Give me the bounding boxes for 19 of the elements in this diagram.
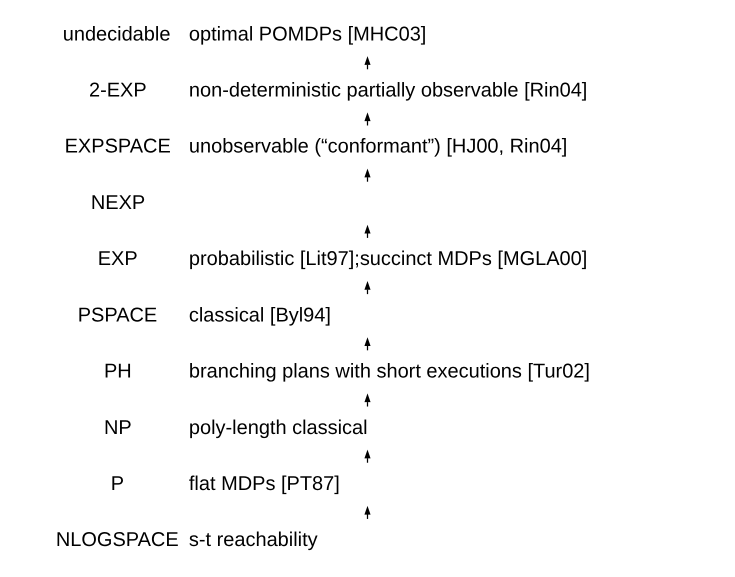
node-label: probabilistic [Lit97];succinct MDPs [MGLA00] xyxy=(188,248,588,270)
node-label: classical [Byl94] xyxy=(188,304,331,326)
node-label: branching plans with short executions [Tur02] xyxy=(188,360,590,383)
node-text: NLOGSPACE xyxy=(56,529,179,552)
node-text: P xyxy=(110,472,124,495)
node-text: NEXP xyxy=(90,192,146,214)
node-label: non-deterministic partially observable [Rin04] xyxy=(188,80,588,102)
node-label: s-t reachability xyxy=(188,529,318,552)
node-label: flat MDPs [PT87] xyxy=(188,472,340,495)
node-text: 2-EXP xyxy=(88,80,147,102)
node-text: EXPSPACE xyxy=(64,136,171,158)
node-label: poly-length classical xyxy=(188,416,368,439)
node-text: PH xyxy=(104,360,132,383)
node-text: undecidable xyxy=(62,23,170,46)
node-label: unobservable (“conformant”) [HJ00, Rin04] xyxy=(188,136,568,158)
node-label: optimal POMDPs [MHC03] xyxy=(188,23,426,46)
node-text: NP xyxy=(104,416,132,439)
node-text: PSPACE xyxy=(78,304,158,326)
node-text: EXP xyxy=(98,248,138,270)
